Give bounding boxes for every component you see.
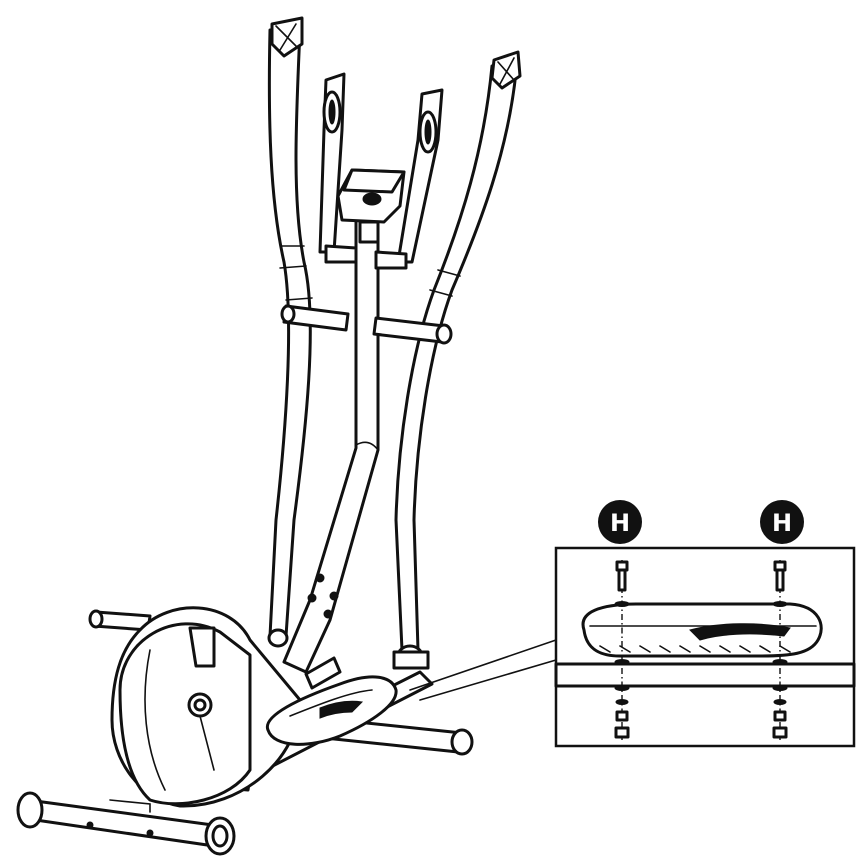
- left-washer-top: [614, 601, 630, 607]
- right-nut: [772, 726, 788, 739]
- right-washer-bottom: [773, 699, 787, 705]
- right-bolt-stack: [772, 560, 788, 740]
- flywheel-housing: [110, 606, 302, 808]
- main-mast: [282, 208, 380, 674]
- callout-label-left: H: [610, 509, 630, 537]
- right-bolt-shank: [775, 568, 785, 592]
- callout-badge-left-circle: [598, 500, 642, 544]
- left-washer-bottom: [615, 699, 629, 705]
- right-spring-washer: [773, 710, 787, 722]
- left-bolt-shank: [617, 568, 627, 592]
- callout-label-right: H: [772, 509, 792, 537]
- inset-pedal: [581, 602, 823, 658]
- right-washer-top: [772, 601, 788, 607]
- pedal-arm-joints: [267, 628, 430, 670]
- left-pedal: [265, 656, 398, 746]
- detail-inset: [554, 546, 856, 748]
- left-bolt-stack: [614, 560, 630, 740]
- handlebar-crossbar: [280, 304, 453, 345]
- right-handlebar: [394, 50, 522, 652]
- left-nut: [614, 726, 630, 739]
- callout-badge-right-circle: [760, 500, 804, 544]
- left-pulse-grip: [318, 72, 358, 264]
- console: [336, 168, 406, 244]
- callout-leader-lines: [409, 639, 557, 701]
- rear-stabilizer: [16, 791, 236, 856]
- callout-badge-right: H: [760, 500, 804, 544]
- left-spring-washer: [615, 710, 629, 722]
- left-handlebar: [267, 16, 313, 638]
- inset-rail: [554, 662, 856, 688]
- callout-badge-left: H: [598, 500, 642, 544]
- right-pulse-grip: [374, 88, 444, 270]
